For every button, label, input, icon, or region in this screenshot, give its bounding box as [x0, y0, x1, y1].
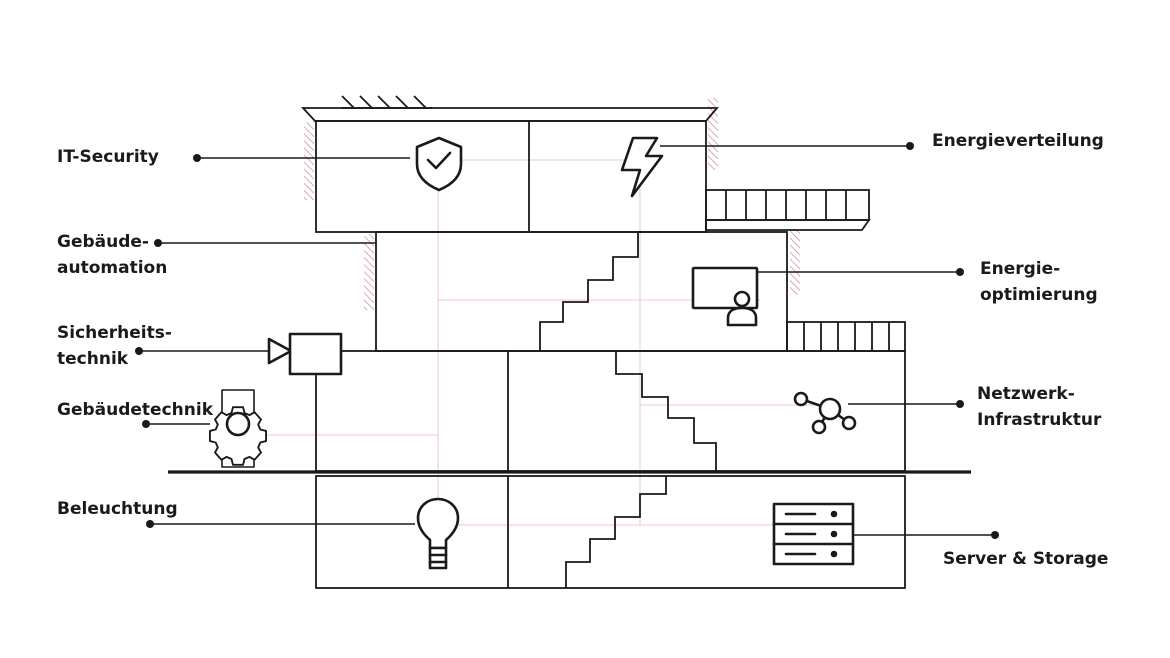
basement-floor	[315, 475, 906, 589]
leader-lines	[139, 145, 995, 536]
roof-hatch-ticks	[341, 95, 432, 109]
server-rack-icon	[772, 502, 855, 566]
building-structure	[168, 95, 971, 589]
label-energieoptimierung: Energie- optimierung	[980, 259, 1098, 305]
label-energieverteilung: Energieverteilung	[932, 131, 1104, 151]
top-balcony-railing	[705, 189, 870, 221]
leader-dots	[135, 142, 999, 539]
label-sicherheitstechnik: Sicherheits- technik	[57, 323, 172, 369]
guide-lines	[240, 159, 820, 560]
lightning-bolt-icon	[620, 136, 664, 198]
upper-stairs	[539, 232, 639, 351]
label-netzwerk-infrastruktur: Netzwerk- Infrastruktur	[977, 384, 1102, 430]
label-gebaeudetechnik: Gebäudetechnik	[57, 400, 213, 420]
label-gebaeudeautomation: Gebäude- automation	[57, 232, 168, 278]
label-beleuchtung: Beleuchtung	[57, 499, 178, 519]
label-server-storage: Server & Storage	[943, 549, 1109, 569]
network-nodes-icon	[793, 391, 857, 435]
label-it-security: IT-Security	[57, 147, 159, 167]
ground-floor	[315, 350, 906, 472]
light-bulb-icon	[416, 497, 460, 570]
shield-check-icon	[415, 136, 463, 192]
monitor-user-icon	[691, 266, 759, 327]
roof-slab	[300, 107, 719, 122]
gear-icon	[208, 389, 268, 468]
security-camera-icon	[267, 332, 343, 376]
ground-stairs	[615, 351, 717, 471]
basement-stairs	[565, 476, 667, 588]
hatched-walls	[304, 98, 800, 310]
